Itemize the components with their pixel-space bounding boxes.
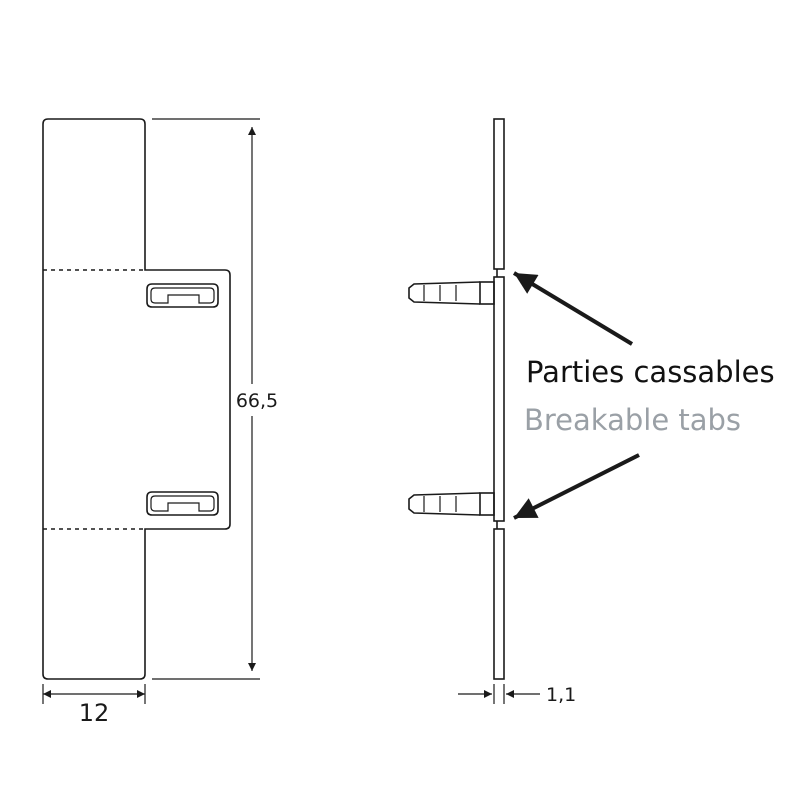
- plate-lower-segment: [493, 528, 505, 680]
- front-view: 66,5 12: [42, 118, 278, 727]
- clip-prong-lower: [408, 492, 495, 516]
- clip-prong-upper: [408, 281, 495, 305]
- front-view-outline: [42, 118, 231, 680]
- clip-slot-upper: [146, 283, 219, 308]
- plate-middle-segment: [493, 276, 505, 522]
- width-dimension: 12: [42, 684, 146, 727]
- clip-slot-lower: [146, 491, 219, 516]
- callout-arrow-lower: [513, 453, 640, 520]
- width-dimension-label: 12: [79, 699, 110, 727]
- thickness-dimension: 1,1: [458, 684, 576, 706]
- height-dimension: 66,5: [152, 118, 278, 680]
- height-dimension-label: 66,5: [236, 390, 278, 412]
- label-french: Parties cassables: [526, 355, 775, 389]
- callout-arrow-upper: [512, 271, 634, 346]
- plate-upper-segment: [493, 118, 505, 270]
- side-view: 1,1: [408, 118, 640, 706]
- label-english: Breakable tabs: [524, 403, 741, 437]
- thickness-dimension-label: 1,1: [546, 684, 576, 706]
